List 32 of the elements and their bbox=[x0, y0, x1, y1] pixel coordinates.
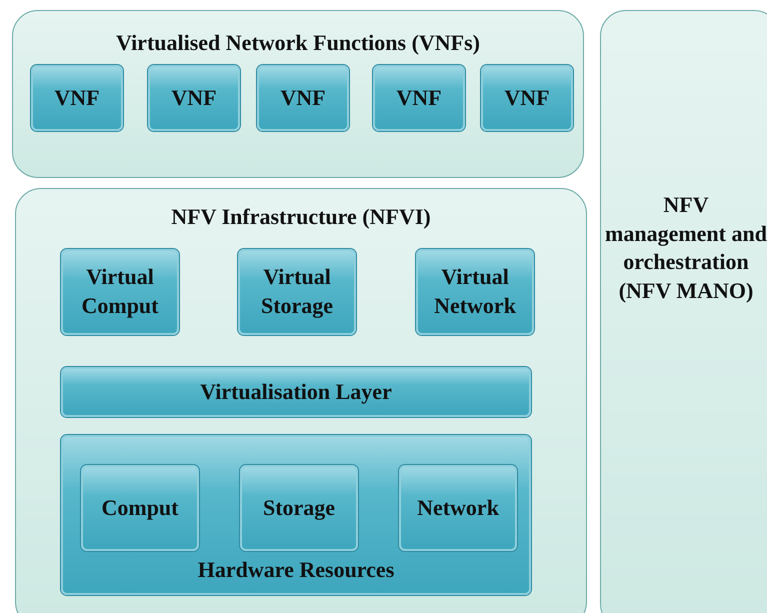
box-label: Virtual Comput bbox=[80, 263, 160, 320]
component-box bbox=[481, 65, 573, 131]
box-label: VNF bbox=[171, 84, 217, 112]
box-label: VNF bbox=[396, 84, 442, 112]
component-box bbox=[238, 249, 356, 335]
box-label: Virtual Storage bbox=[260, 263, 334, 320]
box-label: VNF bbox=[54, 84, 100, 112]
component-box bbox=[240, 465, 358, 551]
box-label: Virtualisation Layer bbox=[200, 378, 392, 406]
component-box bbox=[148, 65, 240, 131]
box-label: Comput bbox=[101, 494, 178, 522]
box-label: Virtual Network bbox=[433, 263, 517, 320]
container-panel bbox=[12, 10, 584, 178]
panel-title: NFV management and orchestration (NFV MANO) bbox=[604, 191, 767, 305]
container-panel bbox=[600, 10, 767, 613]
box-label: Storage bbox=[262, 494, 336, 522]
component-box bbox=[81, 465, 199, 551]
panel-title: NFV Infrastructure (NFVI) bbox=[170, 203, 432, 231]
component-box bbox=[31, 65, 123, 131]
box-label: VNF bbox=[504, 84, 550, 112]
component-box bbox=[416, 249, 534, 335]
container-panel bbox=[15, 188, 587, 613]
group-box bbox=[61, 435, 531, 595]
component-box bbox=[61, 367, 531, 417]
component-box bbox=[61, 249, 179, 335]
component-box bbox=[399, 465, 517, 551]
component-box bbox=[373, 65, 465, 131]
box-label: Network bbox=[417, 494, 499, 522]
panel-title: Hardware Resources bbox=[196, 556, 396, 584]
component-box bbox=[257, 65, 349, 131]
box-label: VNF bbox=[280, 84, 326, 112]
panel-title: Virtualised Network Functions (VNFs) bbox=[115, 29, 481, 57]
